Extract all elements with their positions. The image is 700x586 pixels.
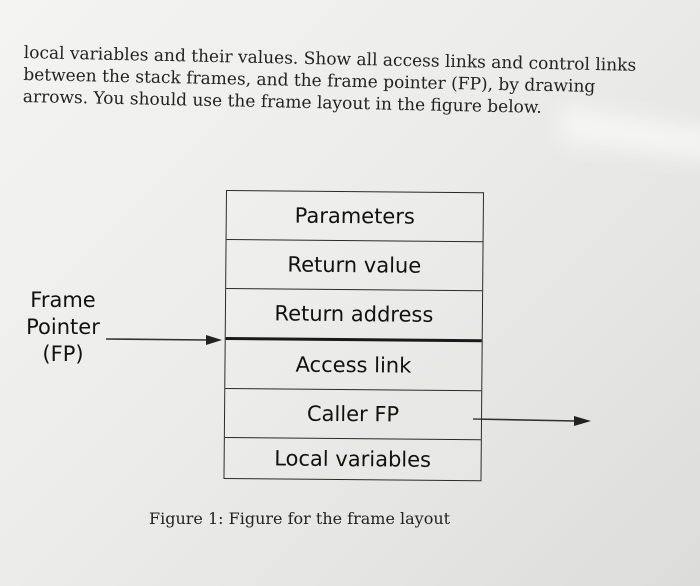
fp-label-line: Pointer [26,315,100,339]
frame-row-return-value: Return value [226,240,483,292]
figure-caption: Figure 1: Figure for the frame layout [149,509,451,528]
frame-pointer-label: Frame Pointer (FP) [18,287,108,368]
stack-frame-diagram: Parameters Return value Return address A… [223,190,484,482]
fp-label-line: (FP) [42,342,84,366]
frame-row-parameters: Parameters [226,191,483,243]
frame-row-local-variables: Local variables [274,446,432,472]
frame-row-caller-fp: Caller FP [224,389,482,441]
frame-row-return-address: Return address [225,289,483,343]
frame-row-access-link: Access link [225,340,482,392]
fp-label-line: Frame [30,288,96,312]
